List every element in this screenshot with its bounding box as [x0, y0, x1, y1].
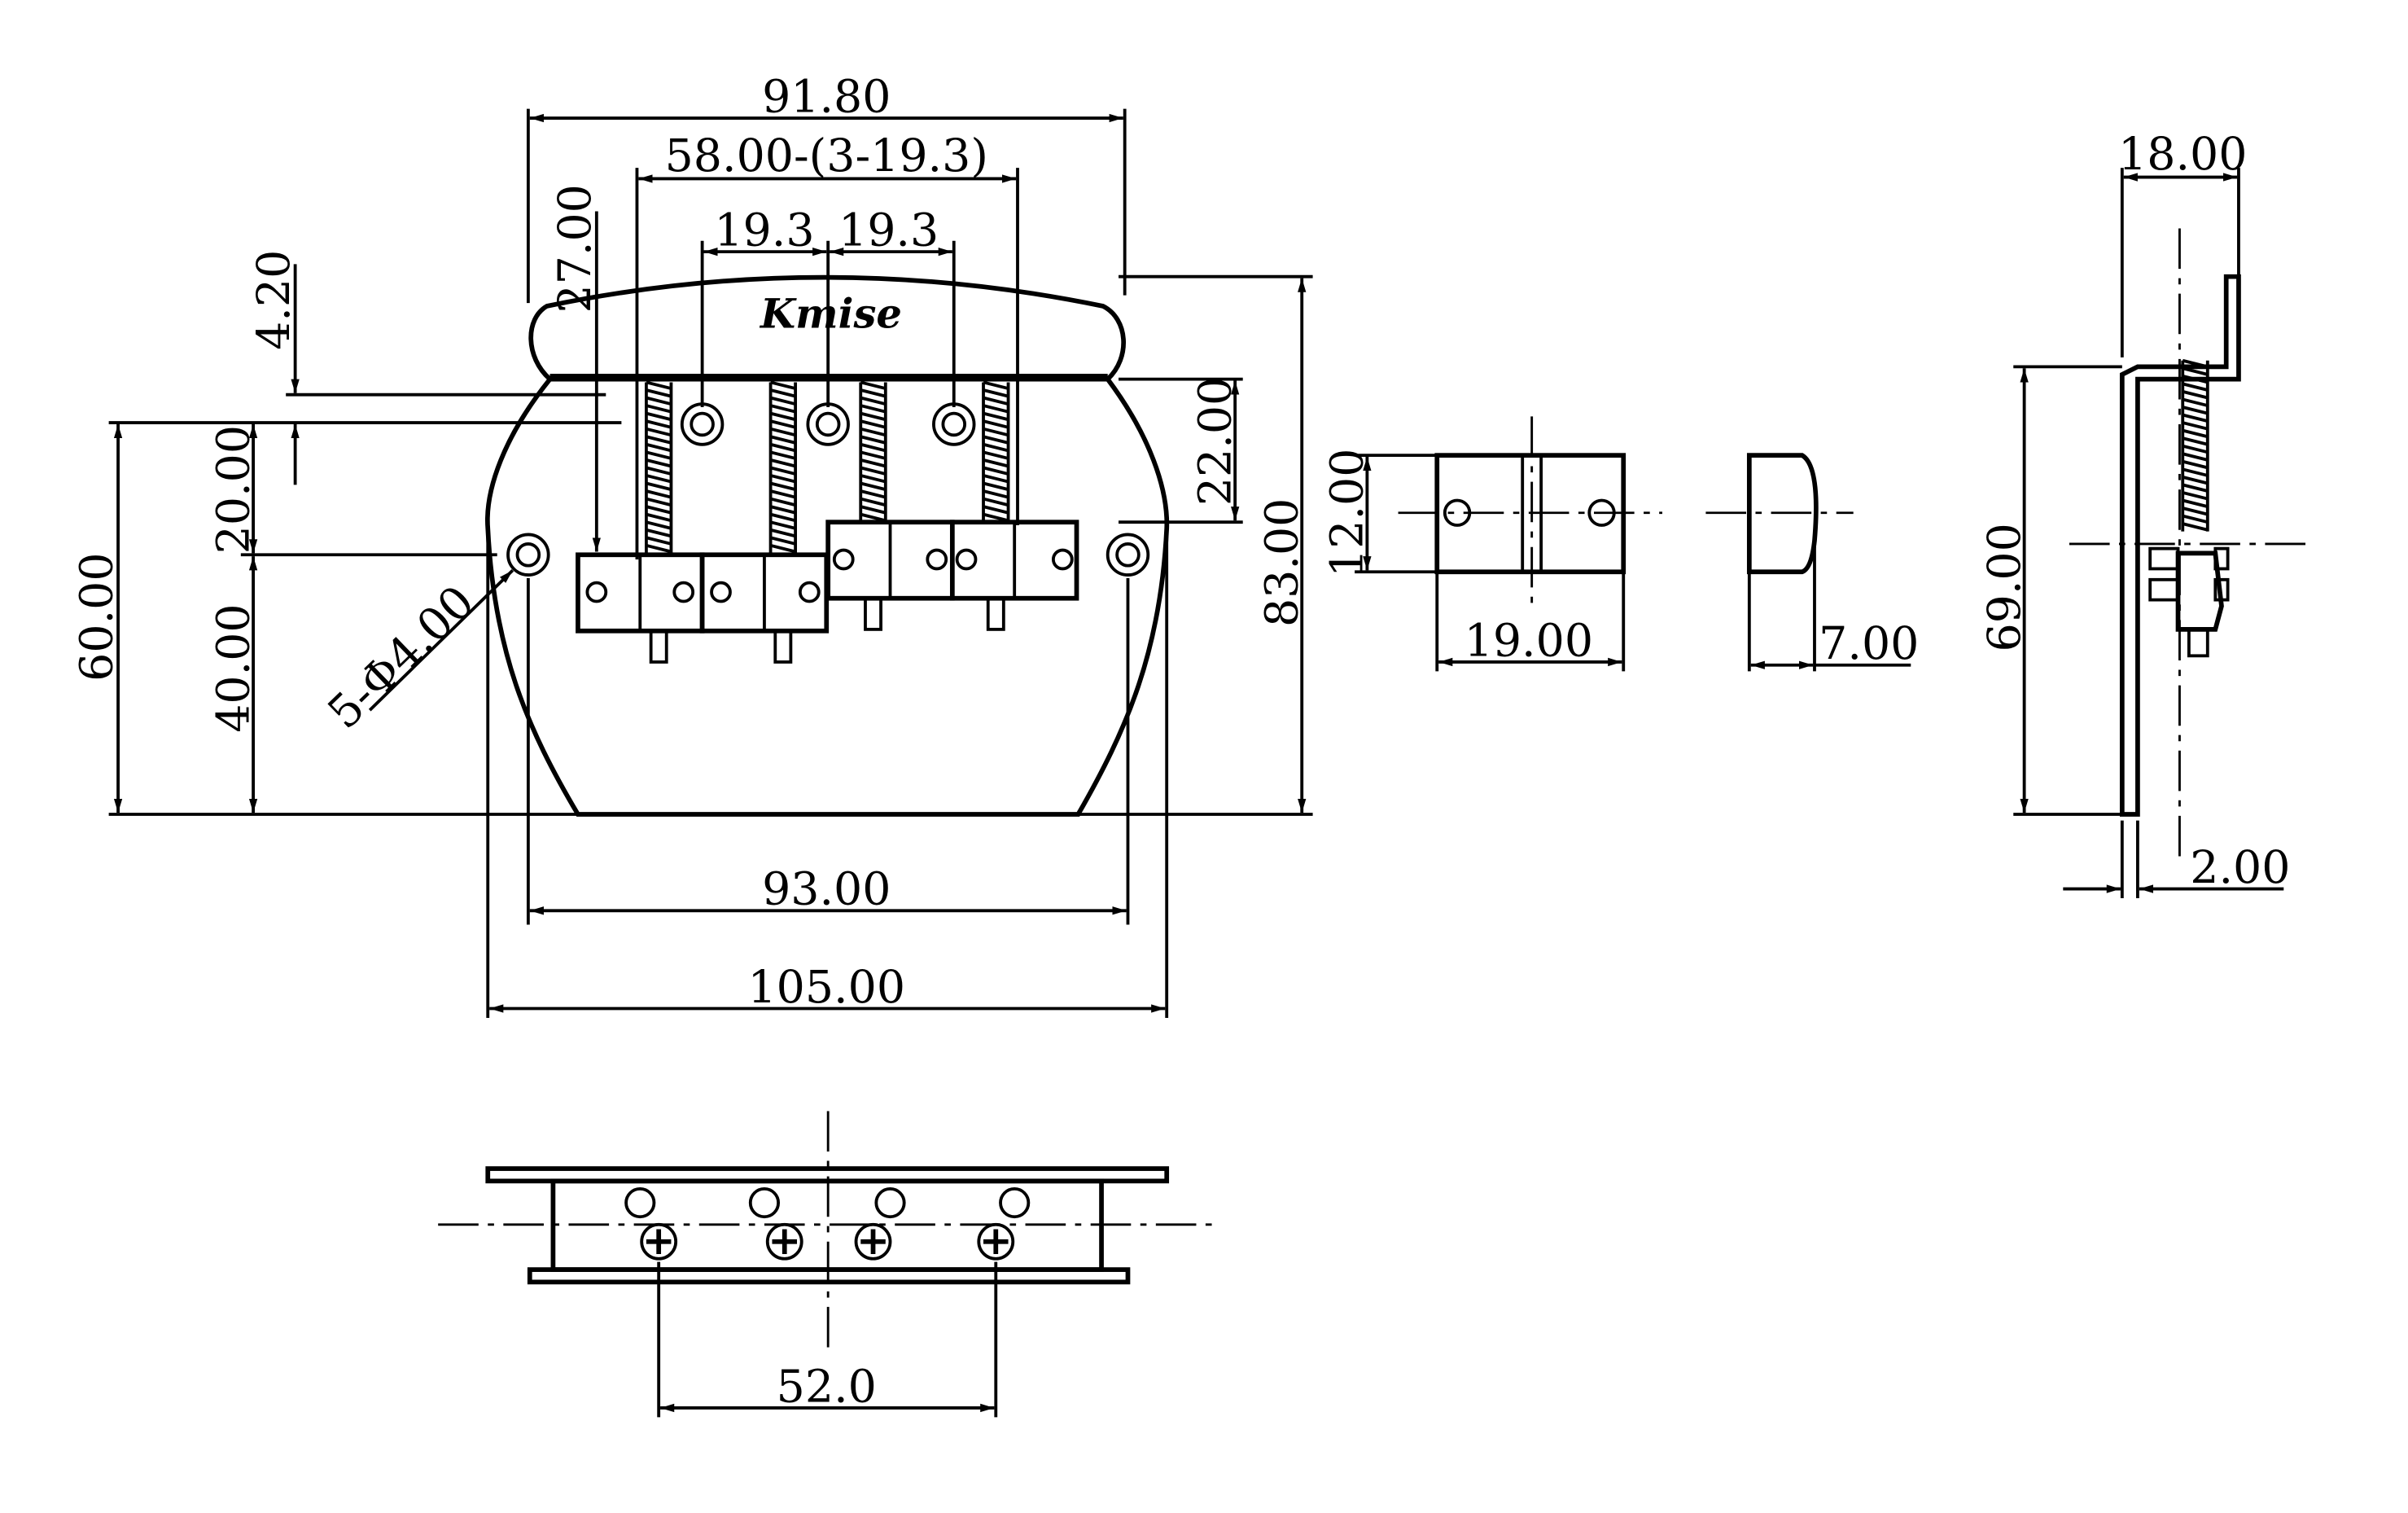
- dim-bridge-height: 27.00: [549, 184, 602, 313]
- dim-thickness: 4.20: [248, 250, 300, 350]
- dim-spacing-b: 19.3: [838, 205, 939, 257]
- dim-holes: 5-Φ4.00: [318, 576, 484, 739]
- dim-overall-width: 105.00: [747, 962, 905, 1014]
- saddle: [825, 520, 955, 631]
- saddle: [576, 552, 705, 664]
- front-view: Kmise: [71, 71, 1313, 1018]
- dim-saddle-height: 12.00: [1322, 449, 1374, 577]
- mount-hole: [506, 533, 550, 577]
- dim-saddle-length: 19.00: [1465, 615, 1593, 667]
- mount-hole: [680, 402, 725, 446]
- side-view: 18.00 69.00 2.00: [1979, 129, 2315, 899]
- dim-overall-height: 83.00: [1257, 498, 1309, 627]
- dim-saddle-width: 7.00: [1819, 618, 1919, 670]
- screw: [977, 1222, 1015, 1261]
- screw: [854, 1222, 892, 1261]
- spring: [768, 380, 798, 555]
- saddle-side-view: 7.00: [1705, 453, 1919, 672]
- dim-spacing-a: 19.3: [714, 205, 814, 257]
- saddle: [699, 552, 830, 664]
- logo: Kmise: [759, 290, 902, 338]
- mount-hole: [806, 402, 850, 446]
- dim-side-height: 69.00: [1979, 523, 2031, 651]
- dim-top-width: 91.80: [762, 71, 891, 123]
- dim-screw-span: 52.0: [777, 1361, 877, 1413]
- dim-total-height-left: 60.00: [71, 552, 123, 681]
- saddle: [949, 520, 1079, 631]
- spring: [644, 380, 673, 555]
- screw: [765, 1222, 803, 1261]
- dim-string-span: 58.00-(3-19.3): [665, 130, 988, 182]
- spring: [2181, 358, 2209, 533]
- screw: [640, 1222, 678, 1261]
- mount-hole: [932, 402, 976, 446]
- saddle-detail-view: 12.00 19.00: [1322, 416, 1662, 672]
- leader-line: [368, 568, 514, 712]
- bottom-view: 52.0: [438, 1111, 1221, 1418]
- dim-plate-thickness: 2.00: [2190, 842, 2290, 894]
- mount-hole: [1105, 533, 1150, 577]
- dim-mount-height: 40.00: [208, 603, 260, 732]
- dim-base-width: 93.00: [762, 864, 891, 916]
- dim-upper-depth: 22.00: [1189, 377, 1241, 506]
- dim-lower-height: 20.00: [208, 425, 260, 554]
- dim-side-depth: 18.00: [2118, 129, 2247, 181]
